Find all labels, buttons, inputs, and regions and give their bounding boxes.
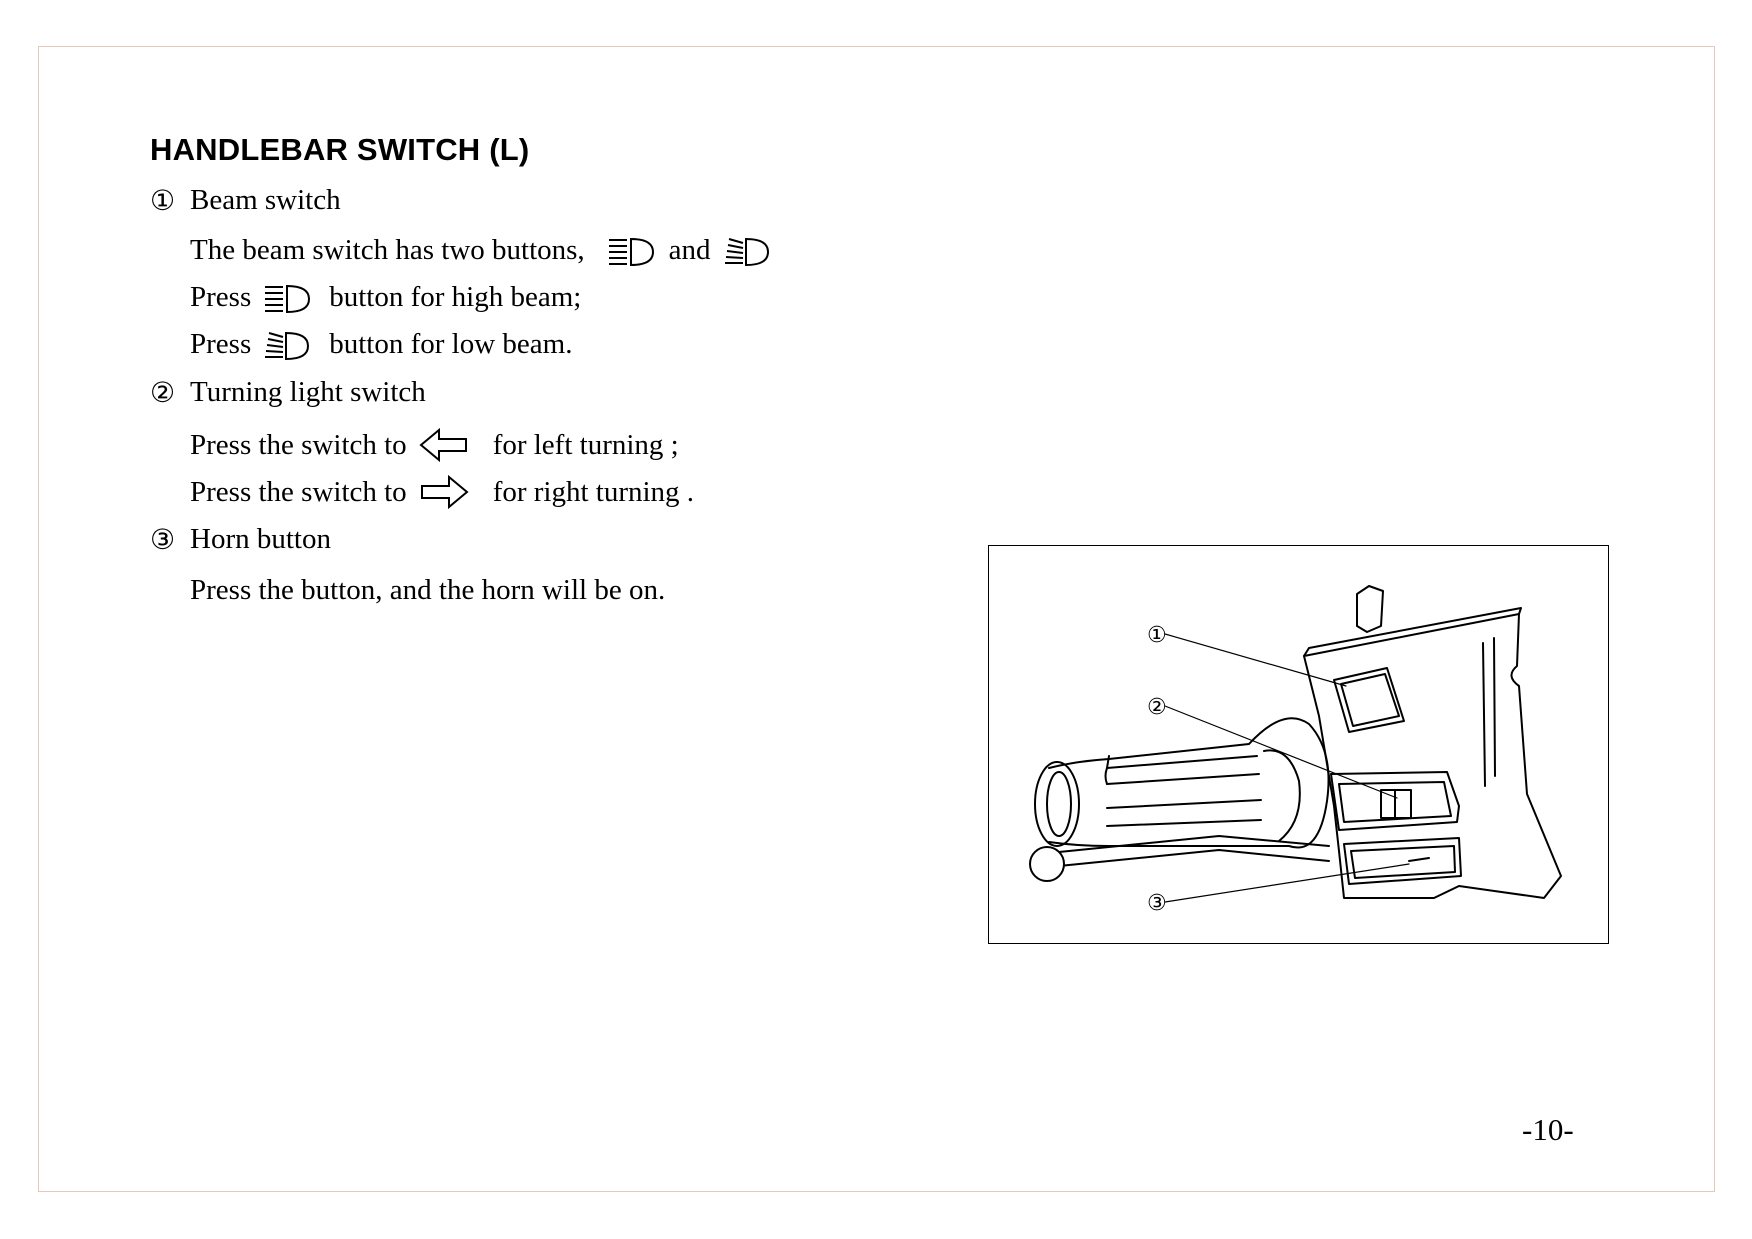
callout-2: ② bbox=[1147, 695, 1167, 720]
text-line: and bbox=[668, 234, 711, 266]
text-line: Press the switch to bbox=[190, 428, 407, 461]
item-number: ③ bbox=[150, 523, 176, 556]
beam-switch-description: The beam switch has two buttons, and bbox=[190, 234, 771, 267]
text-line: for left turning ; bbox=[492, 428, 679, 461]
horn-instruction: Press the button, and the horn will be o… bbox=[190, 574, 665, 607]
left-arrow-icon bbox=[419, 428, 467, 462]
right-arrow-icon bbox=[420, 475, 469, 509]
item-title: Beam switch bbox=[190, 184, 341, 216]
handlebar-illustration: ① ② ③ bbox=[1029, 585, 1562, 916]
left-turn-instruction: Press the switch to for left turning ; bbox=[190, 428, 679, 462]
low-beam-instruction: Press button for low beam. bbox=[190, 328, 572, 361]
callout-3: ③ bbox=[1147, 891, 1167, 916]
item-number: ② bbox=[150, 376, 176, 409]
text-line: button for high beam; bbox=[329, 281, 582, 313]
high-beam-icon bbox=[265, 284, 311, 313]
item-turning-light-switch: ② Turning light switch bbox=[150, 376, 426, 409]
page-frame bbox=[38, 46, 1715, 1192]
item-beam-switch: ① Beam switch bbox=[150, 184, 341, 217]
item-number: ① bbox=[150, 184, 176, 217]
page-title: HANDLEBAR SWITCH (L) bbox=[150, 132, 530, 167]
text-line: Press the button, and the horn will be o… bbox=[190, 574, 666, 606]
handlebar-switch-figure: ① ② ③ bbox=[988, 545, 1609, 944]
high-beam-icon bbox=[608, 237, 654, 266]
low-beam-icon bbox=[724, 237, 769, 266]
page-number: -10- bbox=[1522, 1112, 1574, 1147]
high-beam-instruction: Press button for high beam; bbox=[190, 281, 581, 314]
text-line: The beam switch has two buttons, bbox=[190, 234, 585, 266]
item-horn-button: ③ Horn button bbox=[150, 523, 331, 556]
text-line: button for low beam. bbox=[329, 328, 573, 360]
text-line: Press bbox=[190, 328, 252, 360]
text-line: for right turning . bbox=[492, 475, 695, 508]
low-beam-icon bbox=[265, 331, 310, 360]
text-line: Press the switch to bbox=[190, 475, 407, 508]
right-turn-instruction: Press the switch to for right turning . bbox=[190, 475, 694, 509]
text-line: Press bbox=[190, 281, 252, 313]
callout-1: ① bbox=[1147, 623, 1167, 648]
item-title: Horn button bbox=[190, 523, 331, 555]
item-title: Turning light switch bbox=[190, 376, 426, 408]
